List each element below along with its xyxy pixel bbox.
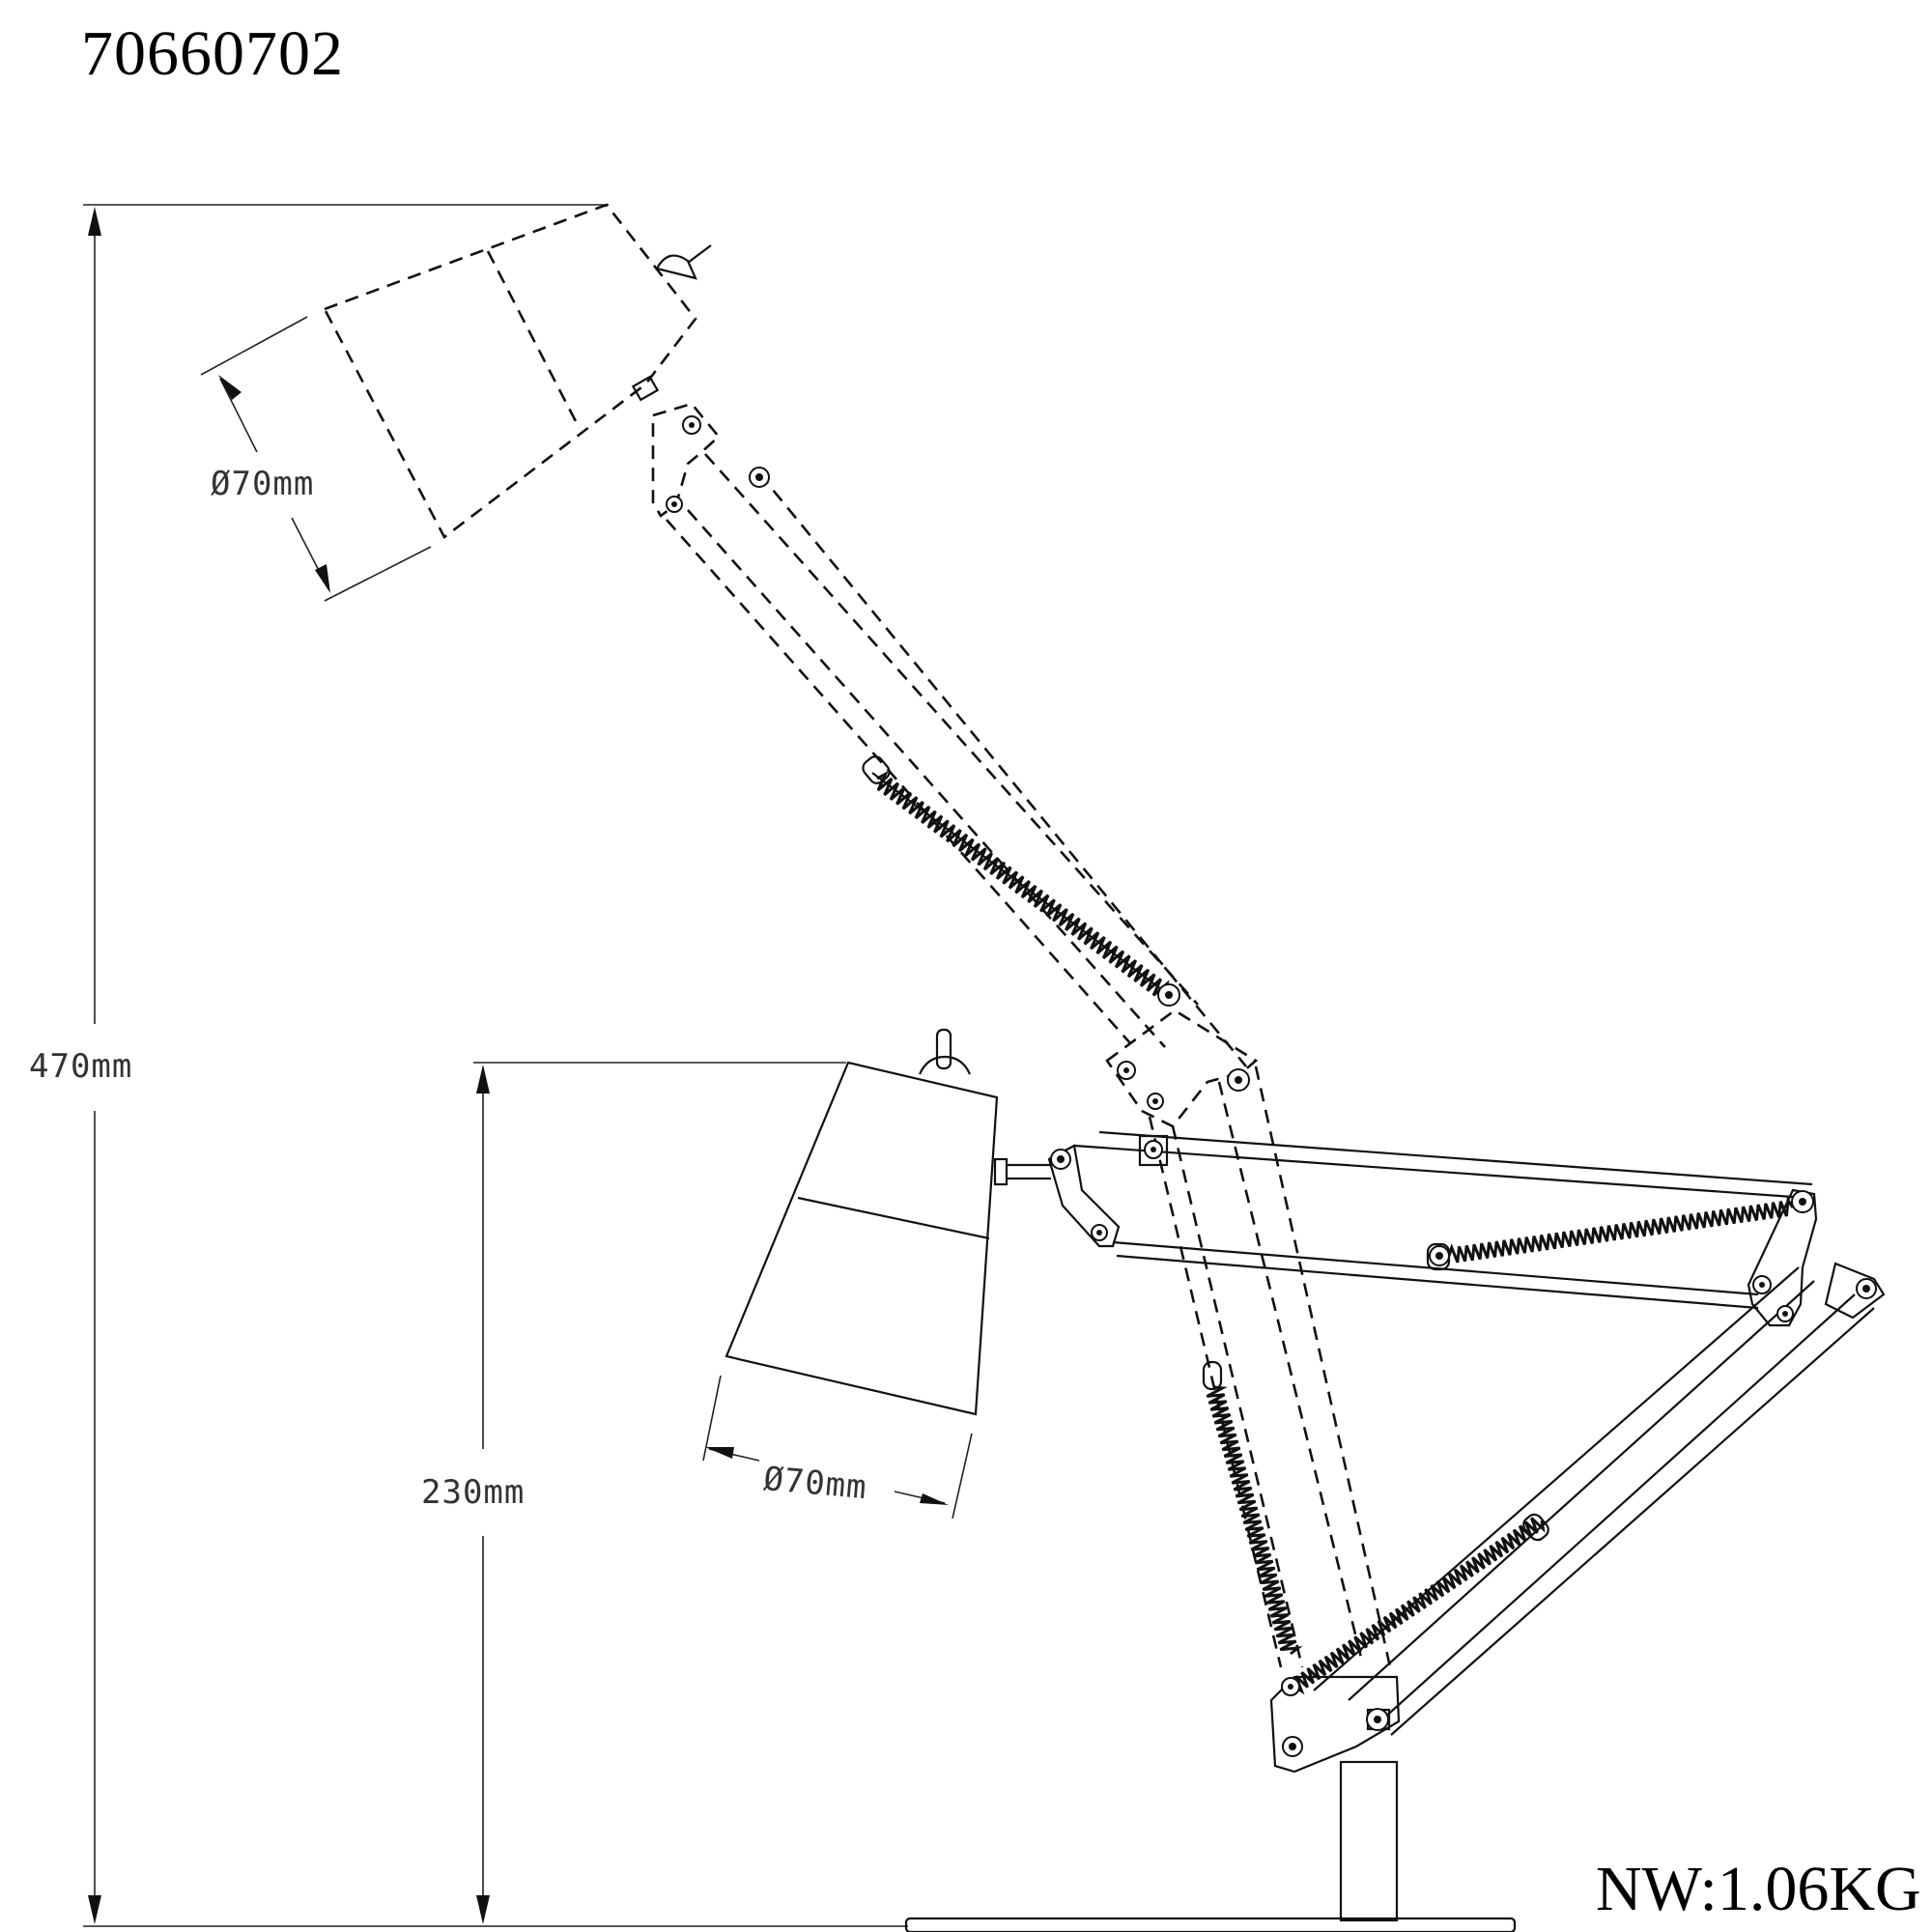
base-pivot-bracket bbox=[1269, 1675, 1401, 1774]
raised-upper-spring-hook bbox=[862, 755, 891, 784]
raised-lamp-position: Ø70mm bbox=[200, 203, 1393, 1672]
lamp-height-label: 230mm bbox=[421, 1473, 525, 1512]
raised-upper-arm-rail-4 bbox=[757, 472, 1248, 1067]
raised-upper-arm-rail-1 bbox=[704, 453, 1199, 1006]
lowered-lamp-position: Ø70mm bbox=[702, 1028, 1886, 1932]
total-height-label: 470mm bbox=[29, 1047, 132, 1086]
raised-diameter-arrow-bottom bbox=[315, 564, 330, 593]
pivot-head-bottom-center bbox=[671, 501, 677, 507]
pivot-base-left-top-center bbox=[1288, 1684, 1293, 1690]
lowered-diameter-arrow-right bbox=[920, 1493, 949, 1505]
lowered-switch-knob bbox=[918, 1055, 972, 1075]
lowered-head-bracket bbox=[1047, 1144, 1121, 1248]
pivot-head-rail-center bbox=[755, 473, 763, 481]
pivot-lowered-head-bottom-center bbox=[1096, 1230, 1102, 1236]
lowered-neck-collar bbox=[993, 1157, 1009, 1186]
lowered-pivots bbox=[1050, 1140, 1877, 1757]
lowered-shade-seam bbox=[797, 1196, 990, 1240]
raised-upper-arm-rail-2 bbox=[666, 519, 1131, 1044]
raised-diameter-arrow-top bbox=[218, 375, 242, 400]
lamp-height-arrow-bottom bbox=[476, 1895, 490, 1924]
lowered-lower-spring-hook bbox=[1522, 1513, 1549, 1542]
pivot-lowered-arm-block-center bbox=[1151, 1147, 1156, 1152]
raised-head-bracket bbox=[651, 402, 721, 518]
raised-switch-stem bbox=[687, 244, 712, 264]
raised-neck bbox=[631, 375, 660, 402]
raised-diameter-extension-top bbox=[200, 316, 308, 376]
lowered-lower-arm-rail-2 bbox=[1371, 1293, 1856, 1730]
raised-lower-spring bbox=[1206, 1385, 1303, 1656]
raised-shade-seam bbox=[486, 250, 580, 426]
lowered-lower-spring bbox=[1293, 1517, 1546, 1695]
raised-diameter-label: Ø70mm bbox=[211, 465, 314, 503]
pivot-elbow-bottom-center bbox=[1152, 1098, 1158, 1104]
lowered-diameter-extension-left bbox=[702, 1375, 722, 1462]
lowered-switch-stem bbox=[935, 1028, 952, 1070]
lowered-lower-arm-rail-4 bbox=[1390, 1307, 1875, 1736]
lowered-diameter-label: Ø70mm bbox=[762, 1460, 868, 1507]
raised-upper-arm-rail-3 bbox=[687, 509, 1166, 1048]
pivot-lowered-knee-bottom-center bbox=[1782, 1311, 1788, 1317]
pivot-lowered-head-top-center bbox=[1057, 1155, 1065, 1163]
lowered-upper-arm-top bbox=[1073, 1144, 1807, 1200]
base-column bbox=[1339, 1760, 1399, 1922]
lowered-shade-outline bbox=[724, 1061, 999, 1416]
raised-lower-arm-rail-3 bbox=[1217, 1081, 1364, 1662]
raised-shade-outline bbox=[323, 203, 697, 539]
net-weight: NW:1.06KG bbox=[1596, 1854, 1921, 1924]
pivot-base-left-bottom-center bbox=[1289, 1743, 1296, 1750]
lowered-knee-bracket-right bbox=[1824, 1262, 1886, 1320]
raised-lower-spring-hook bbox=[1202, 1360, 1223, 1391]
pivot-elbow-left-center bbox=[1123, 1067, 1129, 1073]
lowered-upper-spring bbox=[1447, 1196, 1795, 1264]
pivot-lowered-knee-top-center bbox=[1799, 1198, 1806, 1206]
base-plate bbox=[904, 1917, 1517, 1932]
raised-diameter-extension-bottom bbox=[324, 546, 432, 602]
model-number: 70660702 bbox=[81, 18, 344, 89]
raised-pivots bbox=[666, 415, 1250, 1110]
raised-lower-arm-rail-2 bbox=[1171, 1125, 1304, 1668]
lowered-diameter-arrow-left bbox=[705, 1447, 734, 1459]
raised-diameter-line-upper bbox=[219, 378, 258, 453]
pivot-elbow-right-center bbox=[1235, 1076, 1242, 1084]
lowered-upper-arm-top-2 bbox=[1098, 1130, 1813, 1186]
raised-switch-knob bbox=[655, 254, 697, 280]
total-height-arrow-bottom bbox=[88, 1895, 101, 1924]
total-height-dimension: 470mm bbox=[29, 204, 908, 1927]
pivot-base-main-center bbox=[1374, 1716, 1381, 1723]
lowered-upper-arm-block bbox=[1138, 1134, 1169, 1167]
lamp-height-arrow-top bbox=[476, 1065, 490, 1094]
pivot-lowered-spring-anchor-center bbox=[1435, 1252, 1443, 1260]
lamp-height-dimension: 230mm bbox=[421, 1062, 846, 1924]
raised-upper-spring bbox=[876, 770, 1170, 997]
lowered-upper-arm-bottom-2 bbox=[1116, 1254, 1759, 1310]
lowered-knee-bracket bbox=[1747, 1188, 1818, 1327]
pivot-upper-spring-end-center bbox=[1165, 991, 1173, 999]
raised-elbow-bracket bbox=[1105, 1009, 1259, 1128]
pivot-head-top-center bbox=[689, 422, 695, 428]
lowered-lower-arm-rail-1 bbox=[1348, 1280, 1815, 1701]
raised-lower-arm-rail-4 bbox=[1254, 1065, 1393, 1672]
pivot-lowered-knee-right-center bbox=[1862, 1285, 1870, 1293]
lowered-lower-arm-rail-3 bbox=[1313, 1266, 1800, 1691]
total-height-arrow-top bbox=[88, 207, 101, 236]
pivot-lowered-knee-left-center bbox=[1759, 1282, 1765, 1288]
lowered-diameter-extension-right bbox=[952, 1433, 973, 1520]
